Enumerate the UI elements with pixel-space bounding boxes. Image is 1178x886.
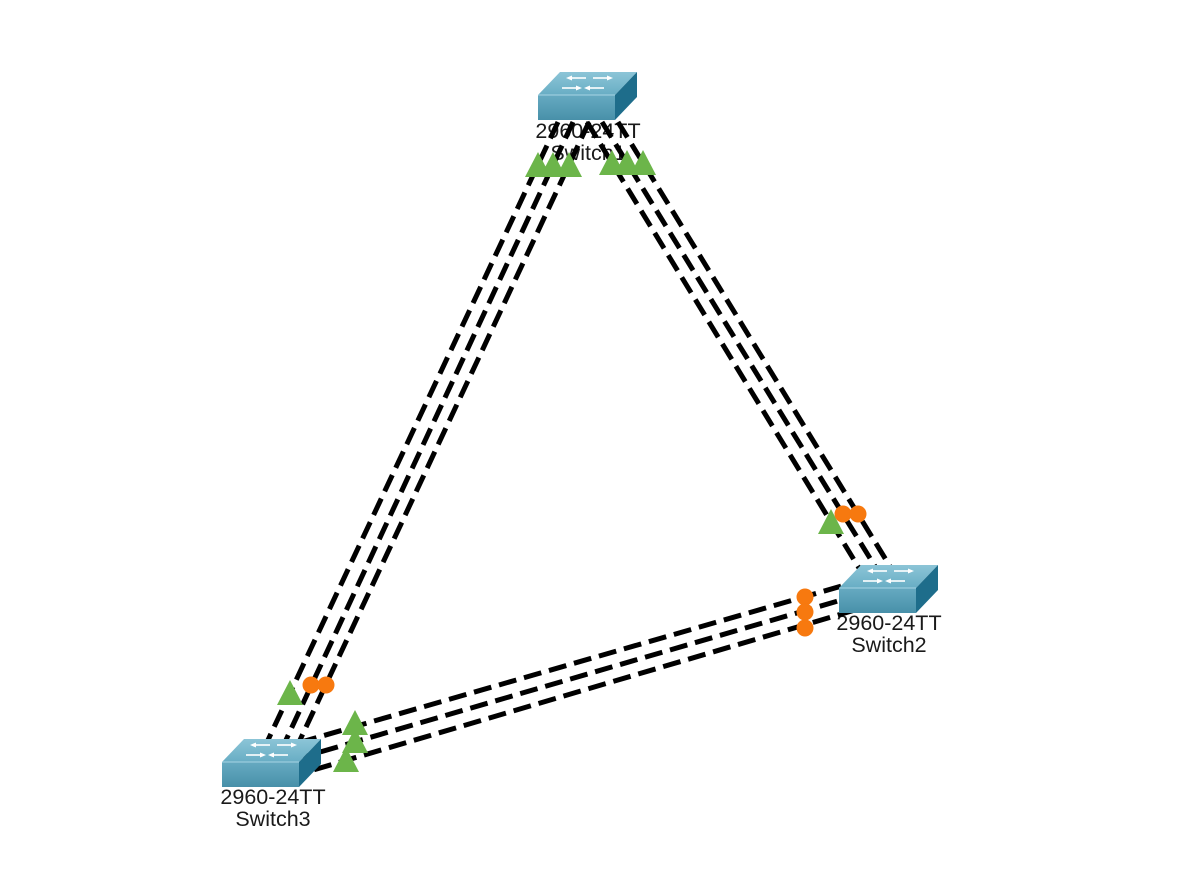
cable-switch1-switch3-3[interactable]: [297, 120, 592, 742]
orange-circle-icon: [796, 619, 814, 637]
switch3-name-label: Switch3: [235, 807, 310, 831]
cable-switch1-switch3-1[interactable]: [265, 120, 561, 742]
port-markers-layer: [277, 150, 867, 772]
orange-circle-icon: [317, 676, 335, 694]
switch2-model-label: 2960-24TT: [836, 611, 941, 635]
orange-circle-icon: [849, 505, 867, 523]
green-triangle-icon: [556, 152, 582, 177]
switch2[interactable]: [838, 564, 939, 614]
device-labels: 2960-24TT Switch1 2960-24TT Switch2 2960…: [220, 119, 941, 831]
switch2-name-label: Switch2: [851, 633, 926, 657]
cable-switch2-switch3-3[interactable]: [309, 607, 856, 774]
switch-icon: [838, 564, 939, 614]
orange-circle-icon: [796, 603, 814, 621]
green-triangle-icon: [342, 710, 368, 735]
green-triangle-icon: [277, 680, 303, 705]
orange-circle-icon: [302, 676, 320, 694]
green-triangle-icon: [818, 509, 844, 534]
cable-switch1-switch3-2[interactable]: [283, 120, 576, 742]
switch3[interactable]: [221, 738, 322, 788]
green-triangle-icon: [342, 728, 368, 753]
cable-switch1-switch2-3[interactable]: [615, 120, 894, 570]
switch-icon: [537, 71, 638, 121]
switch1[interactable]: [537, 71, 638, 121]
green-triangle-icon: [630, 150, 656, 175]
cable-switch1-switch2-1[interactable]: [584, 120, 862, 570]
cable-switch2-switch3-2[interactable]: [302, 591, 863, 760]
cable-switch1-switch2-2[interactable]: [599, 120, 879, 570]
orange-circle-icon: [796, 588, 814, 606]
cable-switch2-switch3-1[interactable]: [297, 576, 867, 746]
cables-layer: [265, 120, 894, 774]
green-triangle-icon: [333, 747, 359, 772]
switch-icon: [221, 738, 322, 788]
orange-circle-icon: [834, 505, 852, 523]
switch3-model-label: 2960-24TT: [220, 785, 325, 809]
